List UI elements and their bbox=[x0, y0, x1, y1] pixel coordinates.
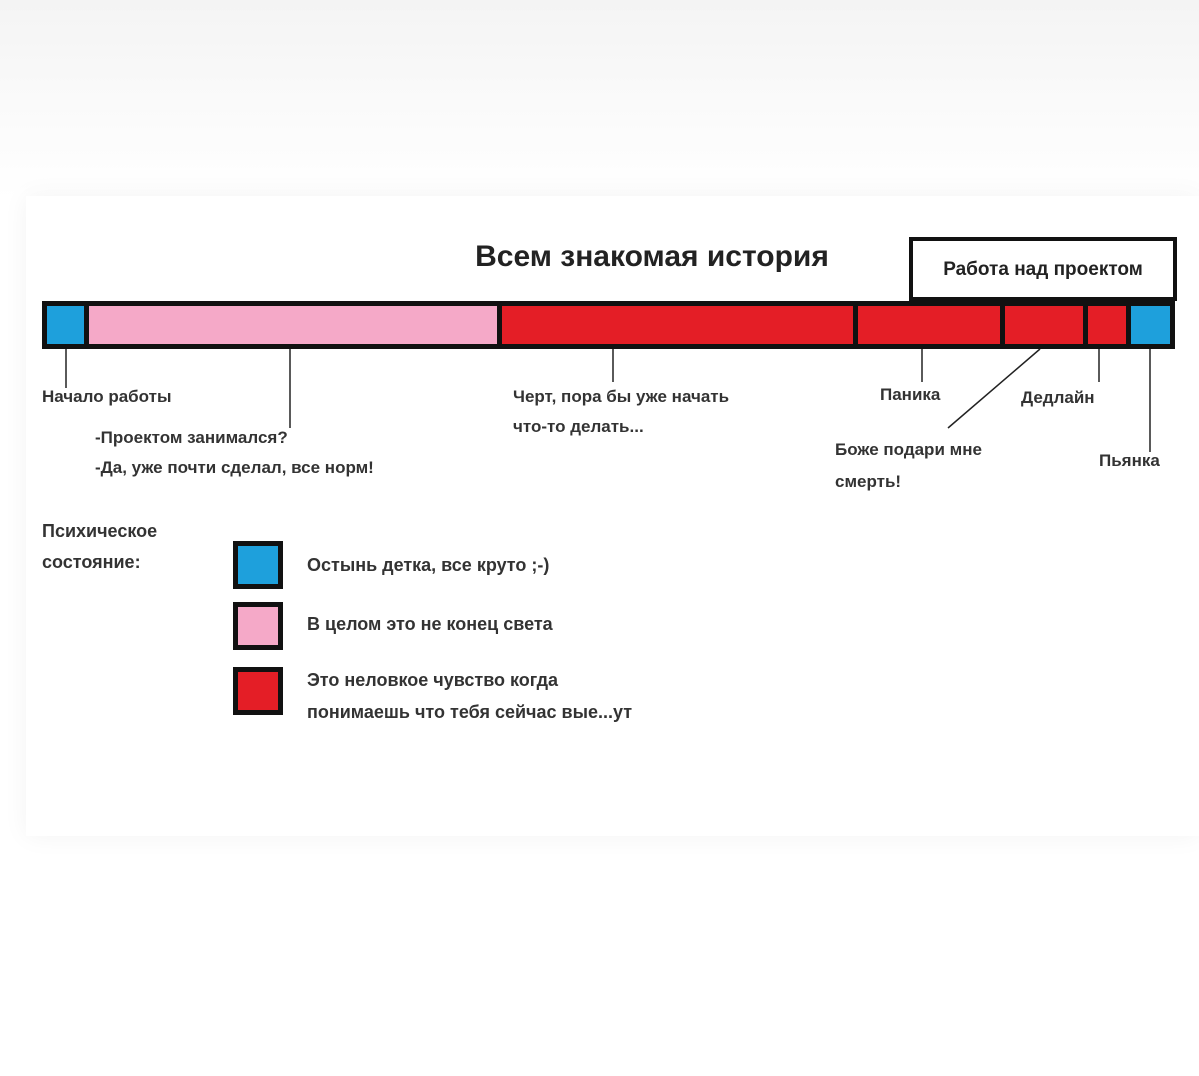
pointer-lines bbox=[65, 348, 1151, 452]
segment-despair bbox=[1005, 306, 1083, 344]
legend-label-fine: В целом это не конец света bbox=[307, 614, 554, 634]
label-should-start-line1: Черт, пора бы уже начать bbox=[513, 387, 729, 406]
legend-swatch-panic bbox=[238, 672, 278, 710]
legend-swatch-fine bbox=[238, 607, 278, 645]
diagram-title: Всем знакомая история bbox=[475, 240, 829, 273]
timeline-bar bbox=[42, 301, 1175, 349]
segment-fine bbox=[89, 306, 497, 344]
legend: Психическое состояние: Остынь детка, все… bbox=[42, 521, 632, 722]
legend-label-calm: Остынь детка, все круто ;-) bbox=[307, 555, 549, 575]
label-panic: Паника bbox=[880, 385, 941, 404]
label-god-line2: смерть! bbox=[835, 472, 901, 491]
segment-panic bbox=[858, 306, 1000, 344]
project-box-label: Работа над проектом bbox=[943, 259, 1143, 280]
segment-end-calm bbox=[1131, 306, 1170, 344]
label-dialog-answer: -Да, уже почти сделал, все норм! bbox=[95, 458, 374, 477]
segment-start-calm bbox=[47, 306, 84, 344]
top-background-band bbox=[0, 0, 1199, 200]
label-god-line1: Боже подари мне bbox=[835, 440, 982, 459]
label-should-start-line2: что-то делать... bbox=[513, 417, 644, 436]
legend-label-panic-line2: понимаешь что тебя сейчас вые...ут bbox=[307, 702, 632, 722]
label-deadline: Дедлайн bbox=[1021, 388, 1095, 407]
legend-swatch-calm bbox=[238, 546, 278, 584]
legend-label-panic-line1: Это неловкое чувство когда bbox=[307, 670, 559, 690]
segment-deadline bbox=[1088, 306, 1126, 344]
label-dialog-question: -Проектом занимался? bbox=[95, 428, 288, 447]
project-box bbox=[909, 237, 1177, 301]
pointer-god bbox=[947, 348, 1041, 429]
label-start: Начало работы bbox=[42, 387, 171, 406]
label-drunk: Пьянка bbox=[1099, 451, 1160, 470]
segment-should-start bbox=[502, 306, 853, 344]
legend-title-line2: состояние: bbox=[42, 552, 141, 572]
legend-title-line1: Психическое bbox=[42, 521, 157, 541]
